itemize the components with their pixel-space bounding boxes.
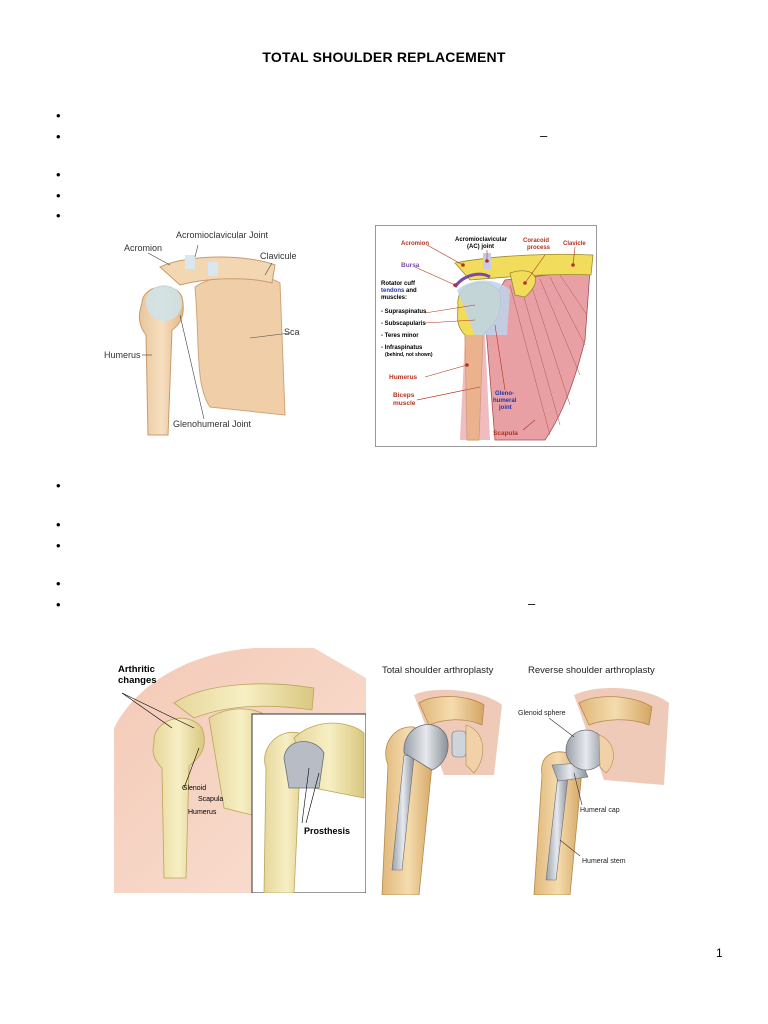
label-gleno-2: humeral	[493, 398, 517, 404]
scapula-muscle-shape	[484, 269, 591, 441]
label-supraspinatus: - Supraspinatus	[381, 309, 427, 315]
label-glenoid: Glenoid	[182, 785, 206, 792]
label-humeral-cap: Humeral cap	[580, 807, 620, 814]
label-arthritic-1: Arthritic	[118, 664, 155, 675]
humerus-shape	[152, 717, 205, 879]
label-reverse-title: Reverse shoulder arthroplasty	[528, 665, 655, 676]
bullet-1: •	[56, 108, 61, 123]
label-teres-minor: - Teres minor	[381, 333, 419, 339]
figure-shoulder-anatomy: Acromioclavicular Joint Acromion Clavicu…	[104, 230, 300, 436]
label-biceps-2: muscle	[393, 400, 416, 407]
label-infraspinatus-note: (behind, not shown)	[385, 352, 433, 358]
muscle-striations	[509, 274, 588, 436]
label-clavicule: Clavicule	[260, 251, 297, 261]
label-humerus: Humerus	[104, 350, 141, 360]
bullet-6: •	[56, 478, 61, 493]
humeral-head	[146, 285, 182, 321]
scapula-shape	[194, 274, 286, 416]
total-arthroplasty-illustration	[381, 689, 502, 895]
label-glenohumeral: Glenohumeral Joint	[173, 419, 252, 429]
page-number: 1	[716, 946, 723, 960]
inset-prosthesis-ball	[283, 741, 325, 789]
bullet-2: •	[56, 129, 61, 144]
label-prosthesis: Prosthesis	[304, 826, 350, 836]
label-ac-joint-2: (AC) joint	[467, 244, 494, 250]
label-acromion: Acromion	[124, 243, 162, 253]
label-scapula: Scapula	[198, 796, 223, 803]
rotator-cuff-shape	[457, 280, 510, 335]
label-coracoid-1: Coracoid	[523, 238, 549, 244]
dash-1: –	[540, 128, 548, 143]
bullet-4: •	[56, 188, 61, 203]
label-gleno-3: joint	[498, 405, 512, 411]
label-humeral-stem: Humeral stem	[582, 858, 626, 865]
label-arthritic-2: changes	[118, 675, 157, 686]
leader-lines	[414, 244, 576, 431]
page-title: TOTAL SHOULDER REPLACEMENT	[262, 49, 506, 65]
bullet-8: •	[56, 538, 61, 553]
figure-arthritic-shoulder: Arthritic changes Glenoid Scapula Humeru…	[114, 648, 366, 893]
label-infraspinatus: - Infraspinatus	[381, 345, 423, 351]
label-glenoid-sphere: Glenoid sphere	[518, 710, 566, 717]
ac-joint-mark	[185, 255, 195, 269]
label-subscapularis: - Subscapularis	[381, 321, 426, 327]
label-coracoid-2: process	[527, 245, 551, 251]
dash-2: –	[528, 596, 536, 611]
label-rotator-cuff-2: tendons and	[381, 288, 417, 294]
label-scapula: Scapula	[284, 327, 300, 337]
label-ac-joint-1: Acromioclavicular	[455, 237, 508, 243]
ac-joint-mark-2	[208, 262, 218, 276]
clavicle-shape	[173, 683, 315, 719]
reverse-arthroplasty-illustration	[533, 688, 669, 895]
label-humerus: Humerus	[188, 809, 217, 816]
label-gleno-1: Gleno-	[495, 391, 514, 397]
label-humerus: Humerus	[389, 374, 418, 381]
bursa-shape	[453, 272, 491, 288]
biceps-shape	[460, 335, 490, 440]
label-rotator-cuff-1: Rotator cuff	[381, 281, 416, 287]
label-total-title: Total shoulder arthroplasty	[382, 665, 494, 676]
label-acromioclavicular: Acromioclavicular Joint	[176, 230, 269, 240]
bullet-7: •	[56, 517, 61, 532]
label-acromion: Acromion	[401, 241, 429, 247]
label-scapula: Scapula	[493, 430, 518, 437]
figure-arthroplasty-comparison: Total shoulder arthroplasty Reverse shou…	[381, 665, 669, 895]
label-bursa: Bursa	[401, 262, 420, 269]
bullet-5: •	[56, 208, 61, 223]
label-biceps-1: Biceps	[393, 392, 415, 399]
bullet-3: •	[56, 167, 61, 182]
bullet-10: •	[56, 597, 61, 612]
label-rotator-cuff-3: muscles:	[381, 295, 407, 301]
bullet-9: •	[56, 576, 61, 591]
label-clavicle: Clavicle	[563, 241, 586, 247]
figure-shoulder-labeled-diagram: Acromion Acromioclavicular (AC) joint Co…	[375, 225, 597, 447]
